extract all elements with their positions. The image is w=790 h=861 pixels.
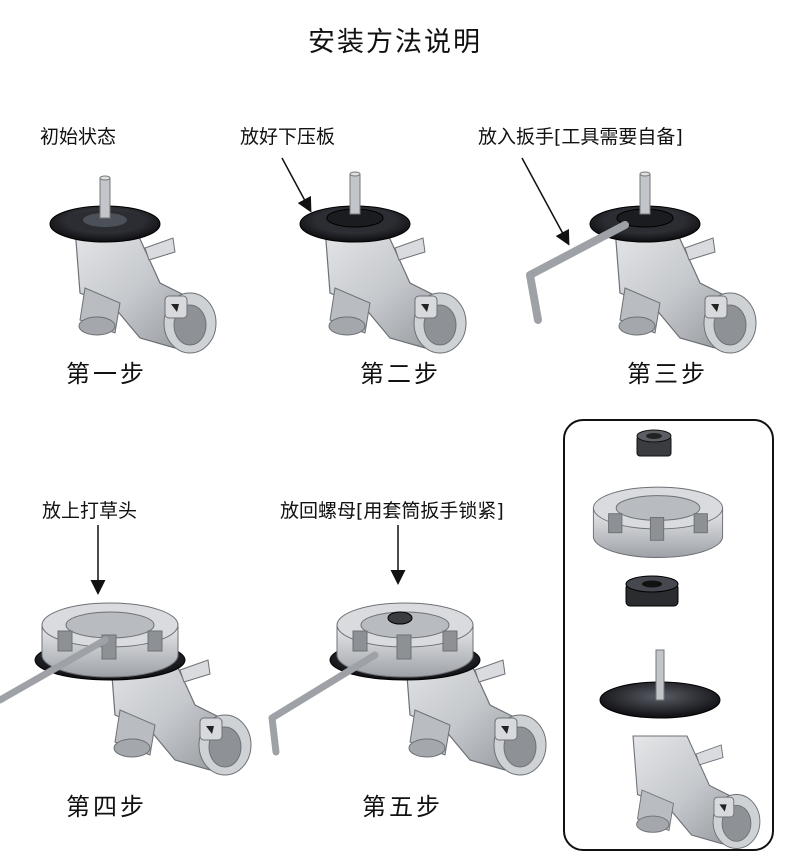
step3-arrow [522,158,568,243]
exploded-gearbox [600,650,760,849]
allen-wrench-icon [530,225,625,320]
step3-assembly [590,172,756,353]
step2-arrow [282,158,310,210]
step2-assembly [300,172,466,353]
exploded-nut [637,430,671,456]
step1-assembly [50,176,216,353]
step5-assembly [330,603,546,775]
exploded-pressure-plate [626,576,678,606]
step4-assembly [35,603,251,775]
exploded-head [593,487,722,557]
